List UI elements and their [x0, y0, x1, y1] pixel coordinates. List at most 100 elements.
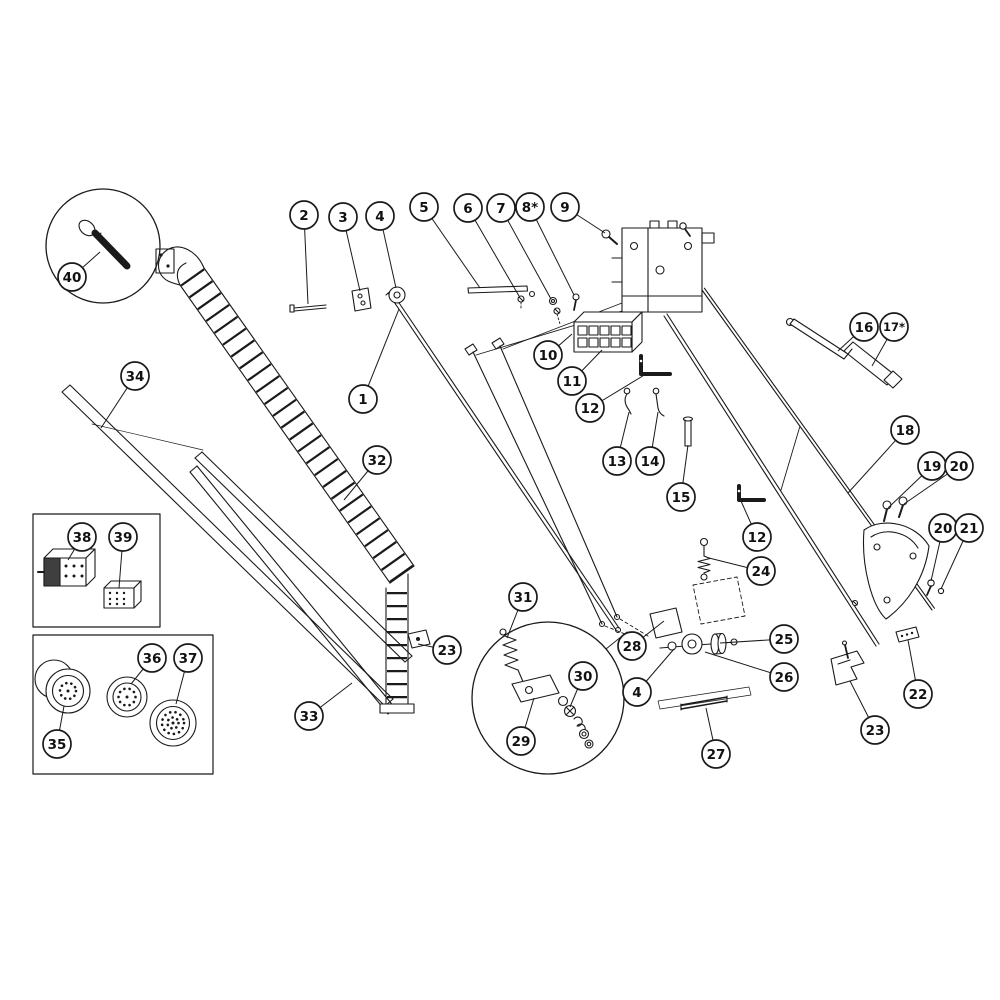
callout-number: 1 — [358, 392, 367, 408]
callout-circle — [890, 415, 920, 445]
callout-24: 24 — [746, 556, 776, 586]
callout-23: 23 — [432, 635, 462, 665]
fastener-stack-30 — [557, 695, 594, 749]
callout-1: 1 — [348, 384, 378, 414]
callout-number: 35 — [48, 737, 67, 753]
clamp-23-right — [830, 640, 865, 686]
spacer-7 — [548, 296, 558, 306]
callout-number: 17* — [883, 320, 905, 334]
callout-circle — [506, 726, 536, 756]
callout-circle — [108, 522, 138, 552]
handle-40 — [78, 219, 131, 270]
callout-12: 12 — [742, 522, 772, 552]
callout-17star: 17* — [879, 312, 909, 342]
callout-circle — [879, 312, 909, 342]
round-connector-35 — [34, 659, 91, 714]
callout-number: 22 — [909, 687, 928, 703]
callout-circle — [602, 446, 632, 476]
leader-line-7 — [500, 207, 552, 300]
callout-circle — [173, 643, 203, 673]
callout-14: 14 — [635, 446, 665, 476]
boom-head — [611, 220, 715, 313]
connector-38 — [37, 548, 96, 587]
callout-circle — [769, 624, 799, 654]
rod-5 — [467, 285, 536, 298]
callout-circle — [57, 262, 87, 292]
callout-29: 29 — [506, 726, 536, 756]
callout-number: 29 — [512, 734, 531, 750]
callout-number: 3 — [338, 210, 347, 226]
callout-circle — [365, 201, 395, 231]
cable-carrier-chain — [155, 246, 415, 584]
callout-number: 26 — [775, 670, 794, 686]
callout-number: 19 — [923, 459, 942, 475]
bolt-20-nut-21 — [926, 579, 945, 596]
callout-number: 13 — [608, 454, 627, 470]
callout-27: 27 — [701, 739, 731, 769]
callout-circle — [849, 312, 879, 342]
callout-circle — [328, 202, 358, 232]
round-connector-36 — [106, 676, 148, 718]
leader-line-5 — [423, 206, 481, 289]
callout-28: 28 — [617, 631, 647, 661]
callout-34: 34 — [120, 361, 150, 391]
callout-circle — [550, 192, 580, 222]
leader-line-8 — [529, 206, 575, 296]
callout-number: 11 — [563, 374, 582, 390]
callout-number: 38 — [73, 530, 92, 546]
pulley-4 — [388, 286, 406, 304]
callout-number: 2 — [299, 208, 308, 224]
callout-circle — [701, 739, 731, 769]
callout-number: 36 — [143, 651, 162, 667]
callout-circle — [362, 445, 392, 475]
callout-38: 38 — [67, 522, 97, 552]
callout-number: 34 — [126, 369, 145, 385]
terminal-block-10-11 — [553, 307, 643, 353]
callout-circle — [453, 193, 483, 223]
callout-35: 35 — [42, 729, 72, 759]
callout-number: 31 — [514, 590, 533, 606]
callout-19: 19 — [917, 451, 947, 481]
callout-22: 22 — [903, 679, 933, 709]
callout-number: 20 — [934, 521, 953, 537]
callout-10: 10 — [533, 340, 563, 370]
callout-circle — [622, 677, 652, 707]
callout-20: 20 — [928, 513, 958, 543]
callout-31: 31 — [508, 582, 538, 612]
callout-number: 23 — [866, 723, 885, 739]
callout-3: 3 — [328, 202, 358, 232]
round-connector-37 — [149, 699, 197, 747]
callout-number: 12 — [748, 530, 767, 546]
callout-number: 5 — [419, 200, 428, 216]
callout-number: 40 — [63, 270, 82, 286]
cylinder-16-17 — [785, 317, 903, 389]
callout-number: 12 — [581, 401, 600, 417]
callout-25: 25 — [769, 624, 799, 654]
bolt-8 — [572, 293, 580, 311]
callout-39: 39 — [108, 522, 138, 552]
screw-6 — [517, 295, 525, 311]
callout-13: 13 — [602, 446, 632, 476]
mount-strip-34 — [61, 384, 394, 707]
callout-5: 5 — [409, 192, 439, 222]
detail-circle-spring — [471, 621, 628, 775]
callout-number: 32 — [368, 453, 387, 469]
callout-21: 21 — [954, 513, 984, 543]
callout-circle — [568, 661, 598, 691]
callout-number: 4 — [632, 685, 641, 701]
boom-tip-plate — [649, 607, 683, 639]
callout-circle — [903, 679, 933, 709]
callout-number: 33 — [300, 709, 319, 725]
angle-bracket-12-lower — [737, 484, 766, 502]
hook-14 — [652, 387, 665, 417]
callout-23: 23 — [860, 715, 890, 745]
link-3 — [351, 287, 372, 312]
callout-circle — [575, 393, 605, 423]
callout-7: 7 — [486, 193, 516, 223]
callout-number: 23 — [438, 643, 457, 659]
callout-number: 9 — [560, 200, 569, 216]
mount-rail-33 — [189, 465, 396, 715]
callout-circle — [742, 522, 772, 552]
